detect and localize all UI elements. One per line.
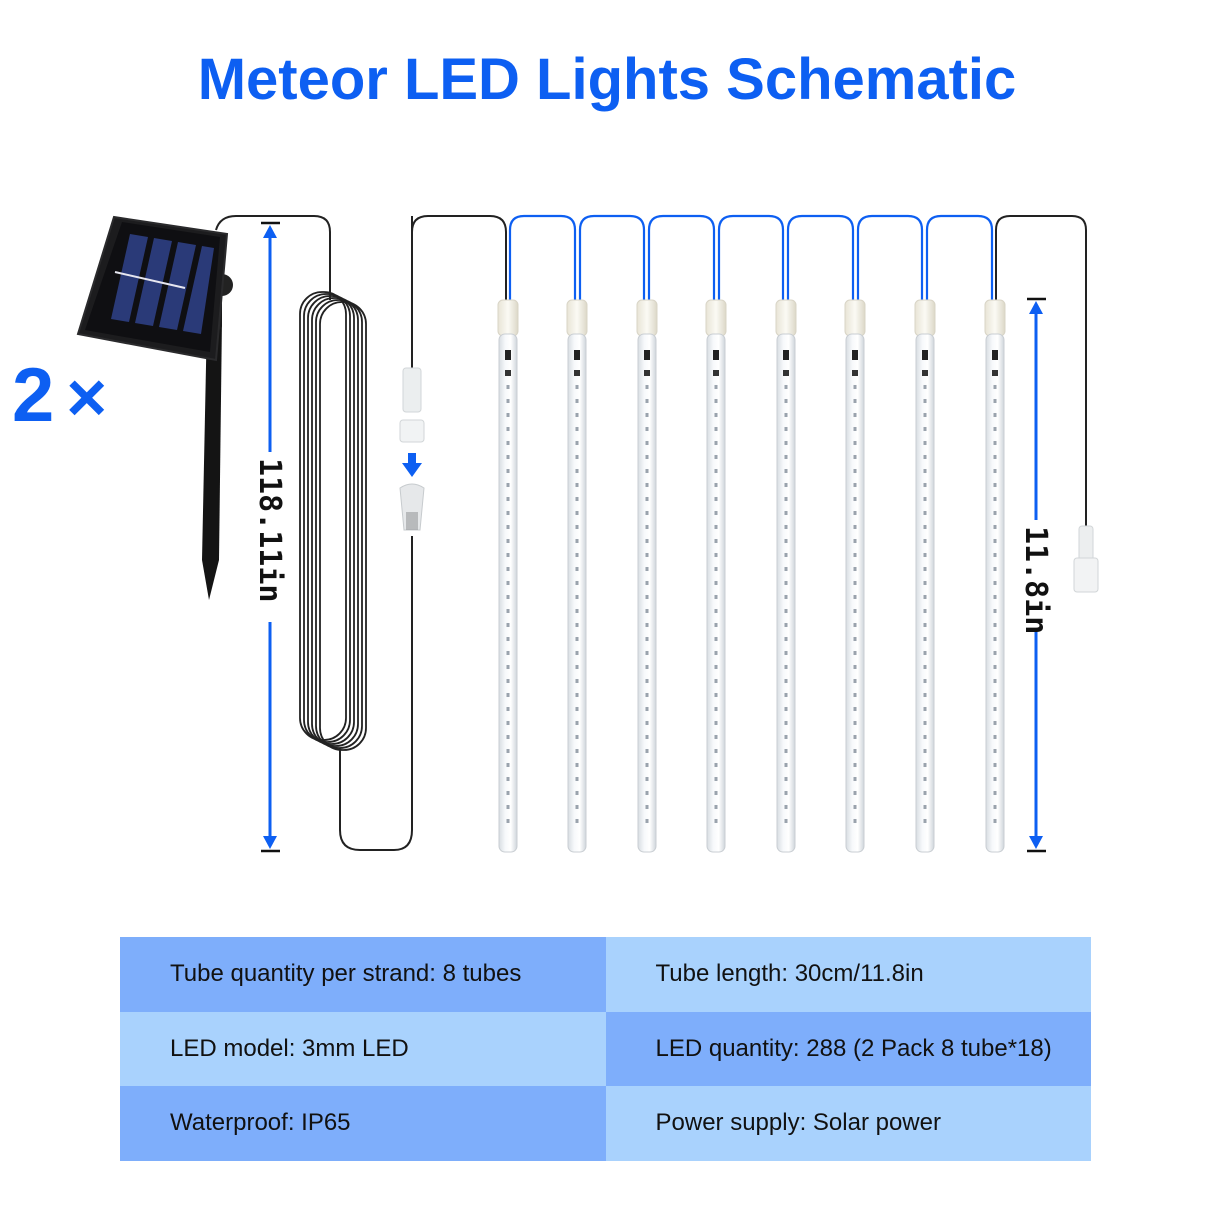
meteor-tube-icon — [775, 299, 797, 853]
tube-jumper-cables — [508, 214, 994, 300]
meteor-tube-icon — [844, 299, 866, 853]
solar-panel-icon — [76, 215, 233, 600]
meteor-tube-icon — [566, 299, 588, 853]
coiled-cable-icon — [299, 291, 367, 751]
quantity-badge: 2× — [12, 352, 107, 439]
schematic-diagram — [76, 214, 1099, 853]
meteor-tube-icon — [497, 299, 519, 853]
connector-pair-icon — [399, 215, 507, 531]
tube-length-label: 11.8in — [1018, 526, 1053, 635]
meteor-tube-icon — [705, 299, 727, 853]
spec-row: Waterproof: IP65 Power supply: Solar pow… — [120, 1086, 1091, 1161]
quantity-number: 2 — [12, 353, 55, 438]
spec-row: Tube quantity per strand: 8 tubes Tube l… — [120, 937, 1091, 1012]
meteor-tube-icon — [636, 299, 658, 853]
spec-led-quantity: LED quantity: 288 (2 Pack 8 tube*18) — [605, 1011, 1091, 1087]
cable-length-label: 118.11in — [252, 458, 287, 603]
cable-length-dimension — [261, 221, 280, 853]
spec-tube-quantity: Tube quantity per strand: 8 tubes — [120, 937, 606, 1012]
spec-waterproof: Waterproof: IP65 — [120, 1086, 606, 1161]
spec-table: Tube quantity per strand: 8 tubes Tube l… — [120, 937, 1091, 1161]
multiply-symbol: × — [66, 358, 108, 436]
spec-led-model: LED model: 3mm LED — [120, 1011, 606, 1087]
page-title: Meteor LED Lights Schematic — [197, 47, 1017, 112]
end-connector-icon — [1073, 525, 1099, 593]
spec-tube-length: Tube length: 30cm/11.8in — [605, 937, 1091, 1012]
meteor-tube-icon — [984, 299, 1006, 853]
meteor-tube-icon — [914, 299, 936, 853]
tube-length-dimension — [1027, 297, 1046, 853]
spec-row: LED model: 3mm LED LED quantity: 288 (2 … — [120, 1011, 1091, 1087]
spec-power-supply: Power supply: Solar power — [605, 1086, 1091, 1161]
meteor-tubes — [497, 299, 1006, 853]
